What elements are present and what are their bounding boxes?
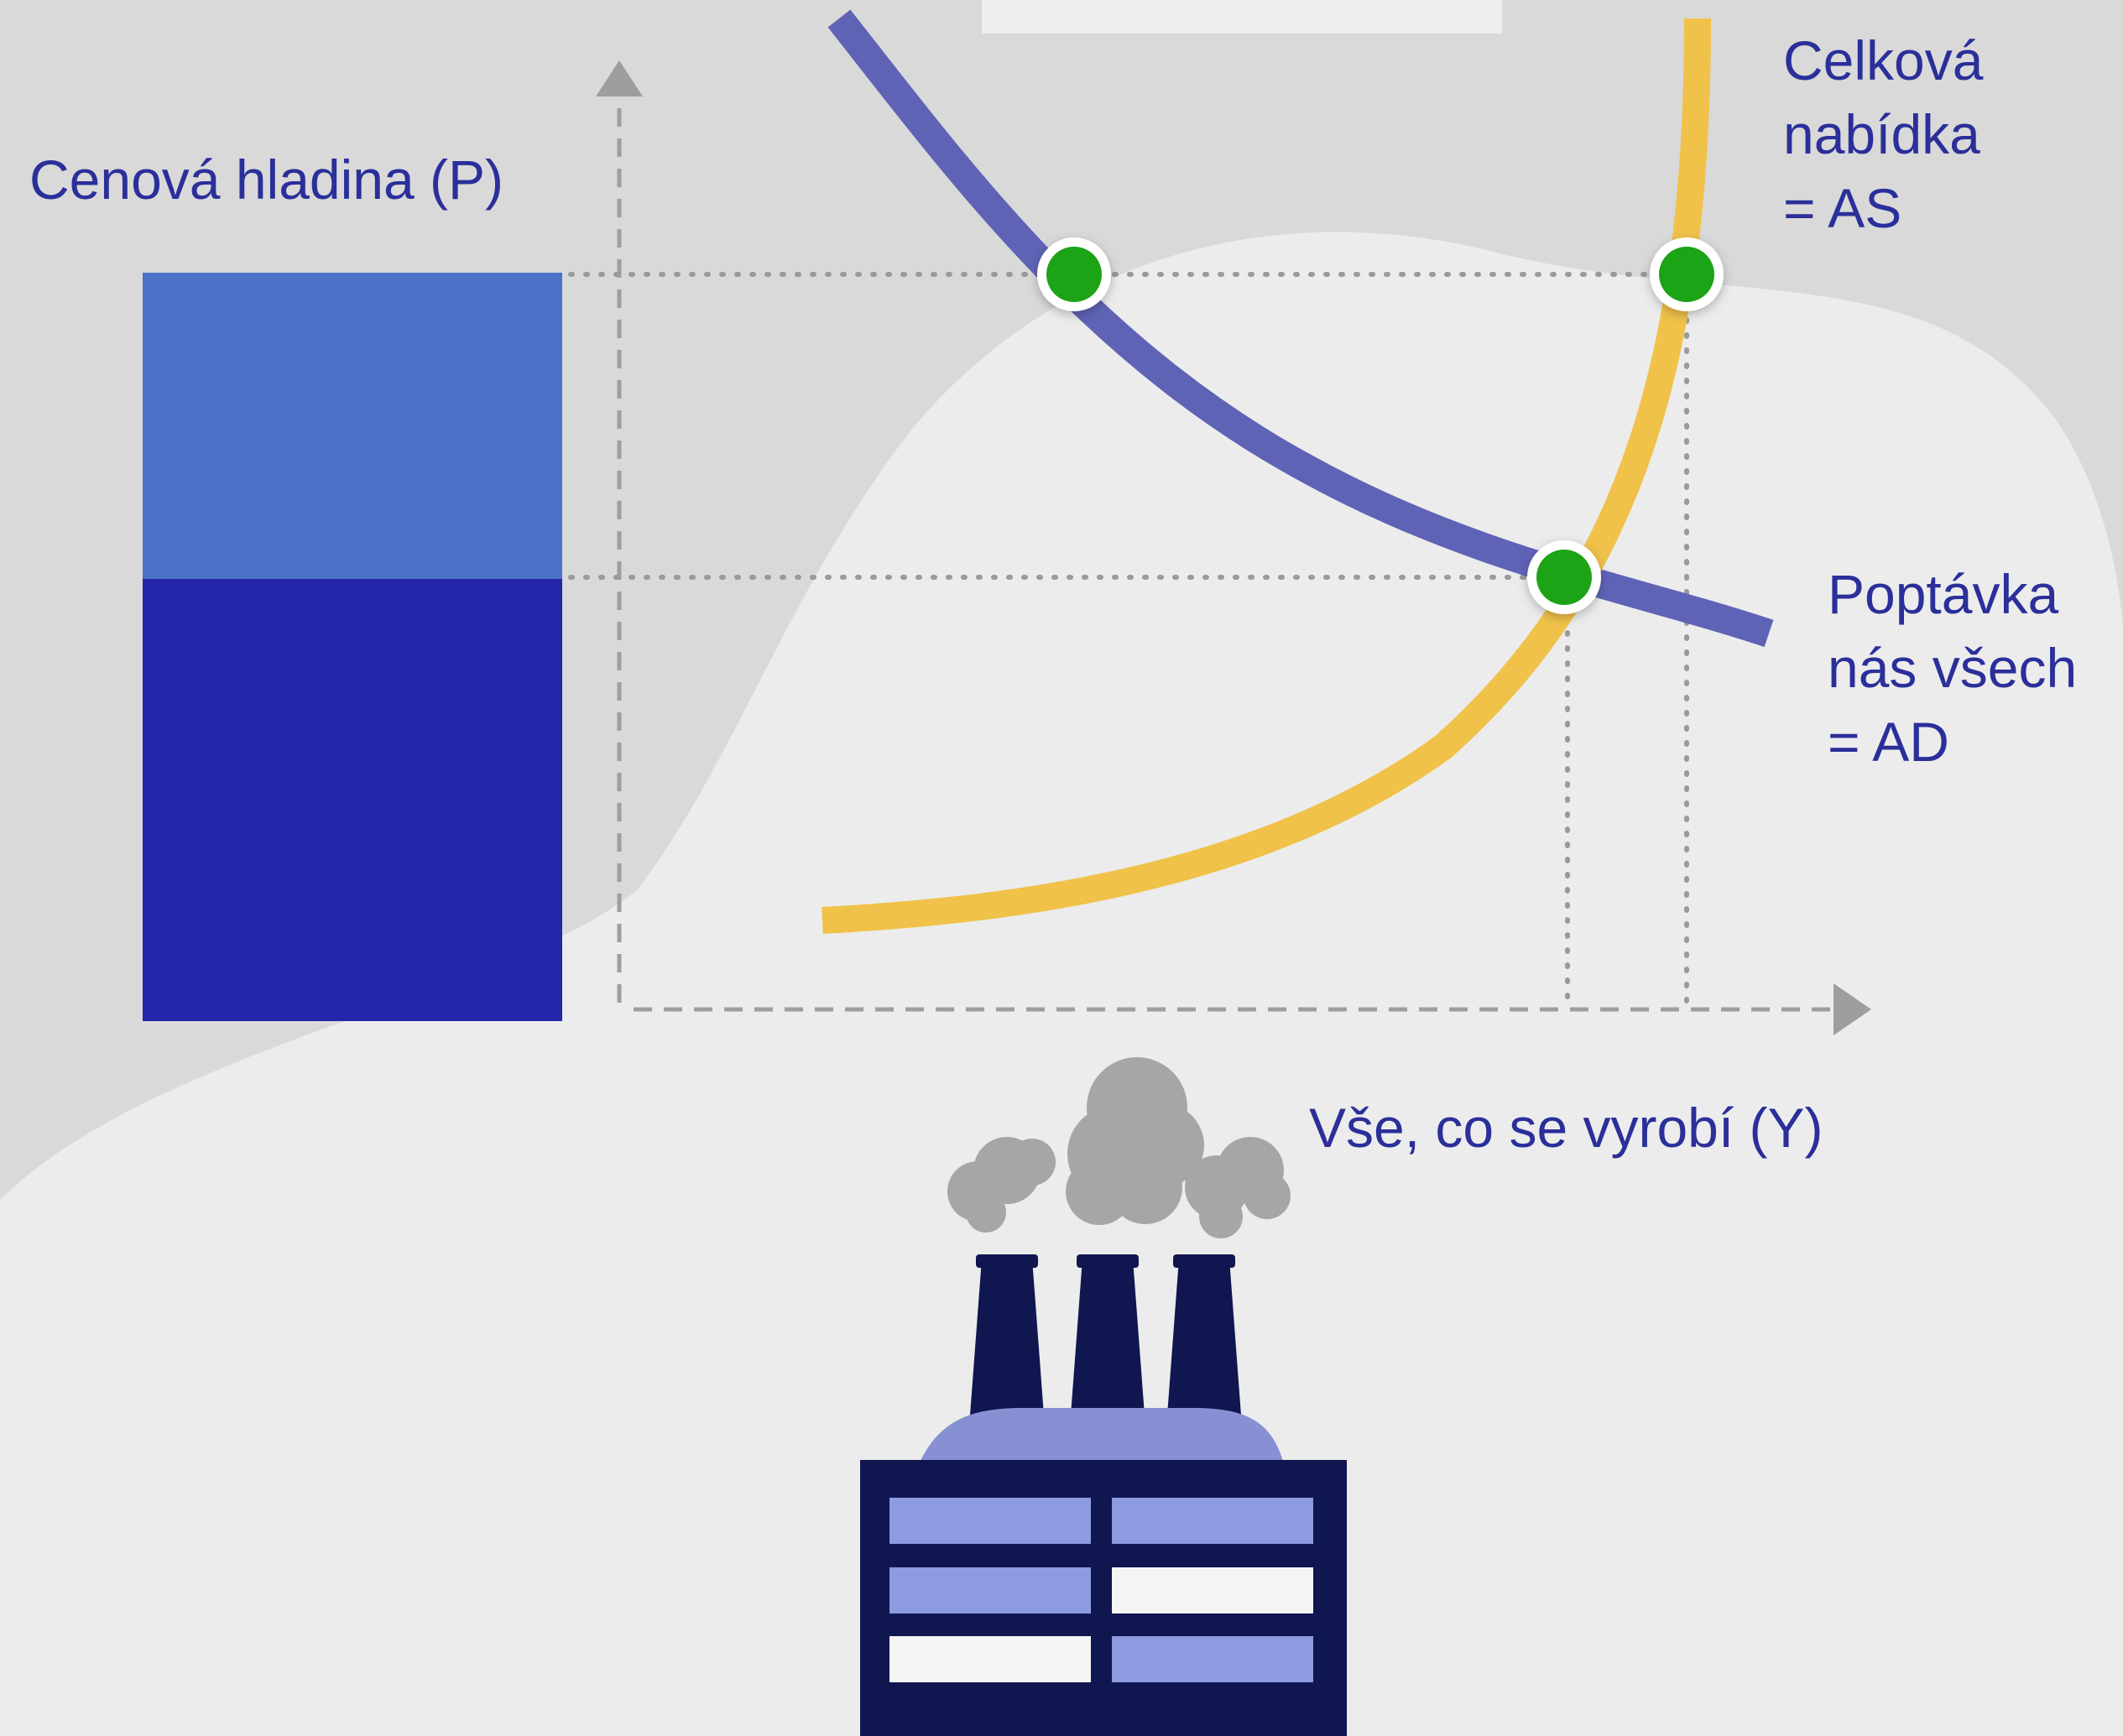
top-card xyxy=(982,0,1502,34)
chimney-cap-3 xyxy=(1173,1254,1235,1268)
chimney-1 xyxy=(969,1259,1045,1426)
factory-roof xyxy=(919,1408,1284,1464)
smoke-icon xyxy=(947,1057,1291,1238)
chimney-cap-1 xyxy=(976,1254,1038,1268)
price-bar-lower xyxy=(143,579,562,1021)
factory-window xyxy=(889,1636,1091,1682)
factory-window xyxy=(1112,1567,1313,1613)
factory-window xyxy=(1112,1636,1313,1682)
supply-label-line-1: Celková xyxy=(1783,29,1984,91)
chimney-3 xyxy=(1166,1259,1242,1426)
y-axis-arrow xyxy=(596,60,643,96)
chimney-2 xyxy=(1070,1259,1145,1426)
factory-window xyxy=(1112,1498,1313,1544)
factory-window xyxy=(889,1498,1091,1544)
equilibrium-point-intersection-core xyxy=(1536,550,1592,605)
x-axis-arrow xyxy=(1834,983,1871,1035)
x-axis-label: Vše, co se vyrobí (Y) xyxy=(1309,1097,1823,1159)
demand-label-line-1: Poptávka xyxy=(1828,563,2059,625)
equilibrium-point-as-core xyxy=(1659,247,1714,302)
guide-lines xyxy=(568,272,1689,1005)
demand-curve-label: Poptávka nás všech = AD xyxy=(1828,557,2077,779)
supply-curve-label: Celková nabídka = AS xyxy=(1783,23,1983,245)
price-bar-upper xyxy=(143,273,562,579)
y-axis-label: Cenová hladina (P) xyxy=(29,149,503,211)
equilibrium-point-ad-core xyxy=(1046,247,1102,302)
demand-label-line-2: nás všech xyxy=(1828,637,2078,699)
demand-curve xyxy=(827,9,1774,648)
background-blob xyxy=(0,232,2123,1736)
demand-label-line-3: = AD xyxy=(1828,711,1949,773)
equilibrium-points xyxy=(1037,237,1724,614)
chimney-cap-2 xyxy=(1077,1254,1139,1268)
supply-label-line-3: = AS xyxy=(1783,177,1902,239)
supply-label-line-2: nabídka xyxy=(1783,103,1980,165)
factory-icon xyxy=(860,1254,1347,1736)
factory-window xyxy=(889,1567,1091,1613)
